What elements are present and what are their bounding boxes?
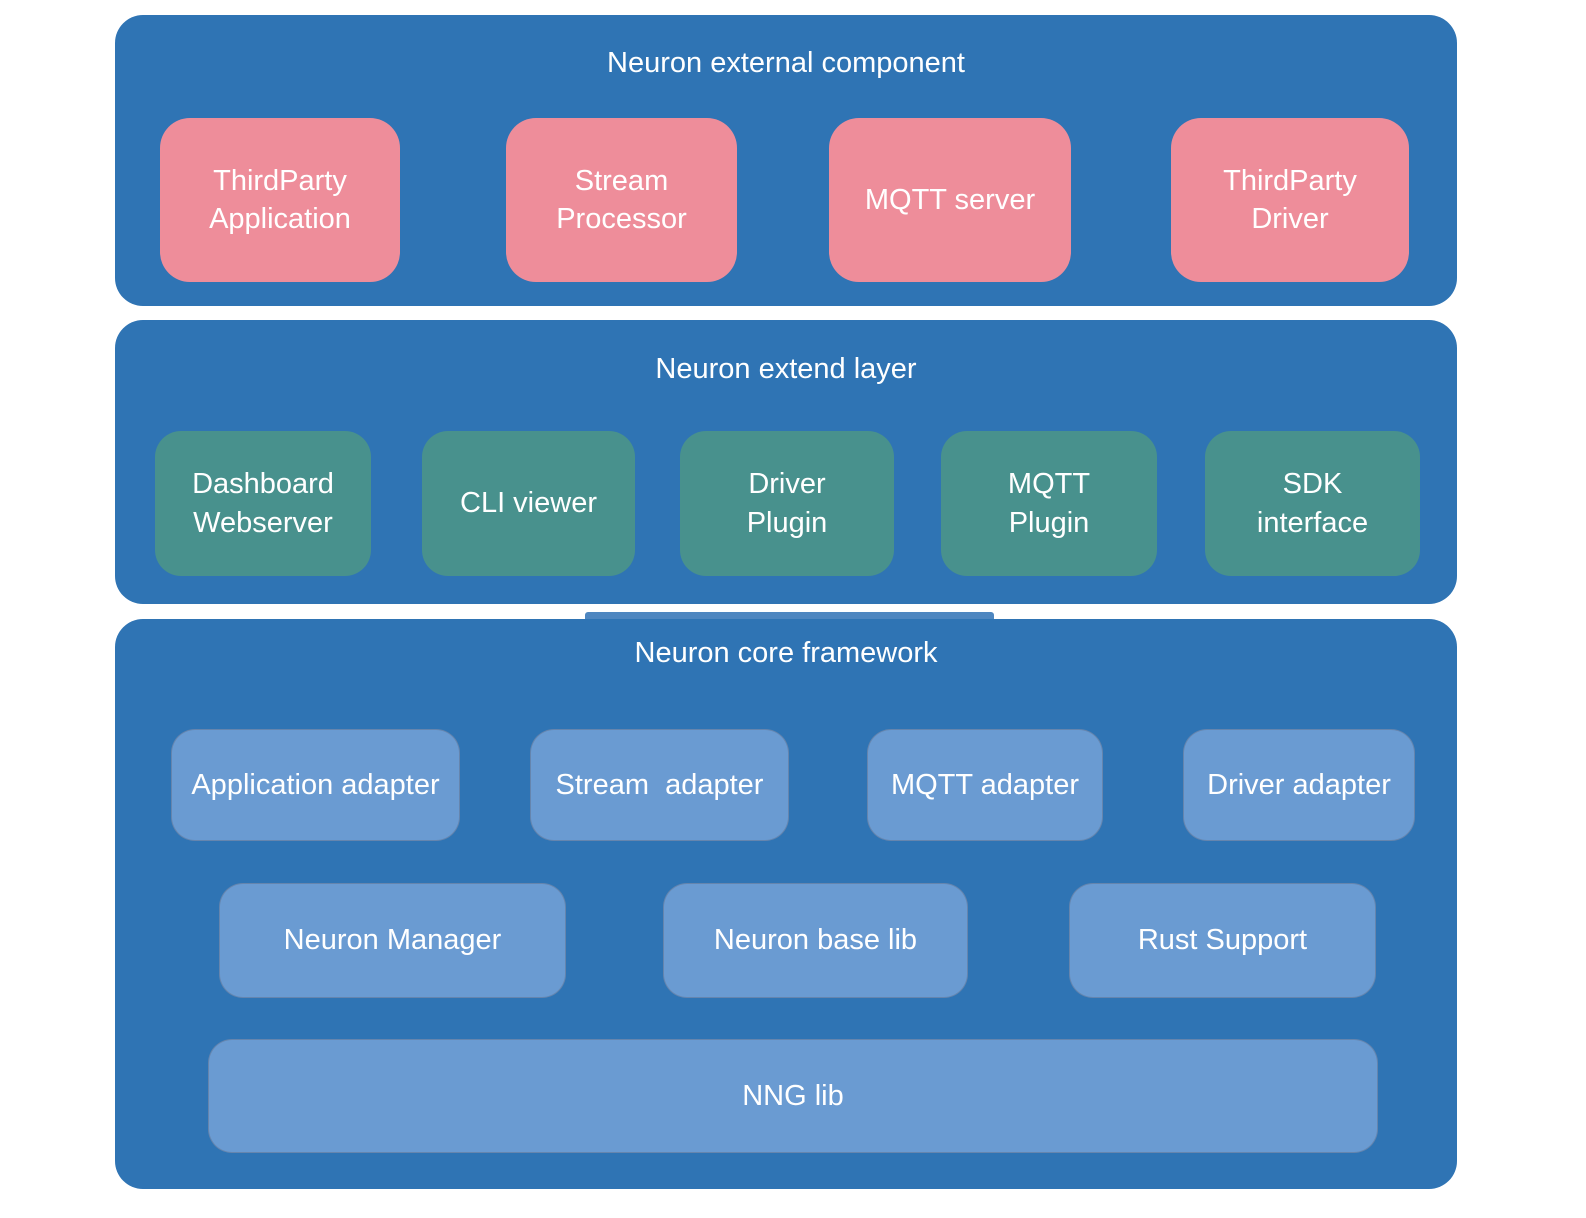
mqtt-server-box: MQTT server: [829, 118, 1071, 282]
nng-lib-box: NNG lib: [208, 1039, 1378, 1153]
core-framework-layer: Neuron core framework Application adapte…: [115, 619, 1457, 1189]
application-adapter-box: Application adapter: [171, 729, 460, 841]
external-layer-title: Neuron external component: [607, 47, 965, 79]
sdk-interface-box: SDK interface: [1205, 431, 1420, 576]
extend-layer-title: Neuron extend layer: [655, 353, 917, 385]
mqtt-plugin-box: MQTT Plugin: [941, 431, 1157, 576]
core-layer-title: Neuron core framework: [634, 637, 938, 669]
thirdparty-application-box: ThirdParty Application: [160, 118, 400, 282]
rust-support-box: Rust Support: [1069, 883, 1376, 998]
mqtt-adapter-box: MQTT adapter: [867, 729, 1103, 841]
thirdparty-driver-box: ThirdParty Driver: [1171, 118, 1409, 282]
dashboard-webserver-box: Dashboard Webserver: [155, 431, 371, 576]
stream-processor-box: Stream Processor: [506, 118, 737, 282]
neuron-manager-box: Neuron Manager: [219, 883, 566, 998]
hidden-layer-seam-tab: [585, 612, 994, 620]
cli-viewer-box: CLI viewer: [422, 431, 635, 576]
external-component-layer: Neuron external component ThirdParty App…: [115, 15, 1457, 306]
stream-adapter-box: Stream adapter: [530, 729, 789, 841]
driver-plugin-box: Driver Plugin: [680, 431, 894, 576]
neuron-base-lib-box: Neuron base lib: [663, 883, 968, 998]
extend-layer: Neuron extend layer Dashboard Webserver …: [115, 320, 1457, 604]
driver-adapter-box: Driver adapter: [1183, 729, 1415, 841]
